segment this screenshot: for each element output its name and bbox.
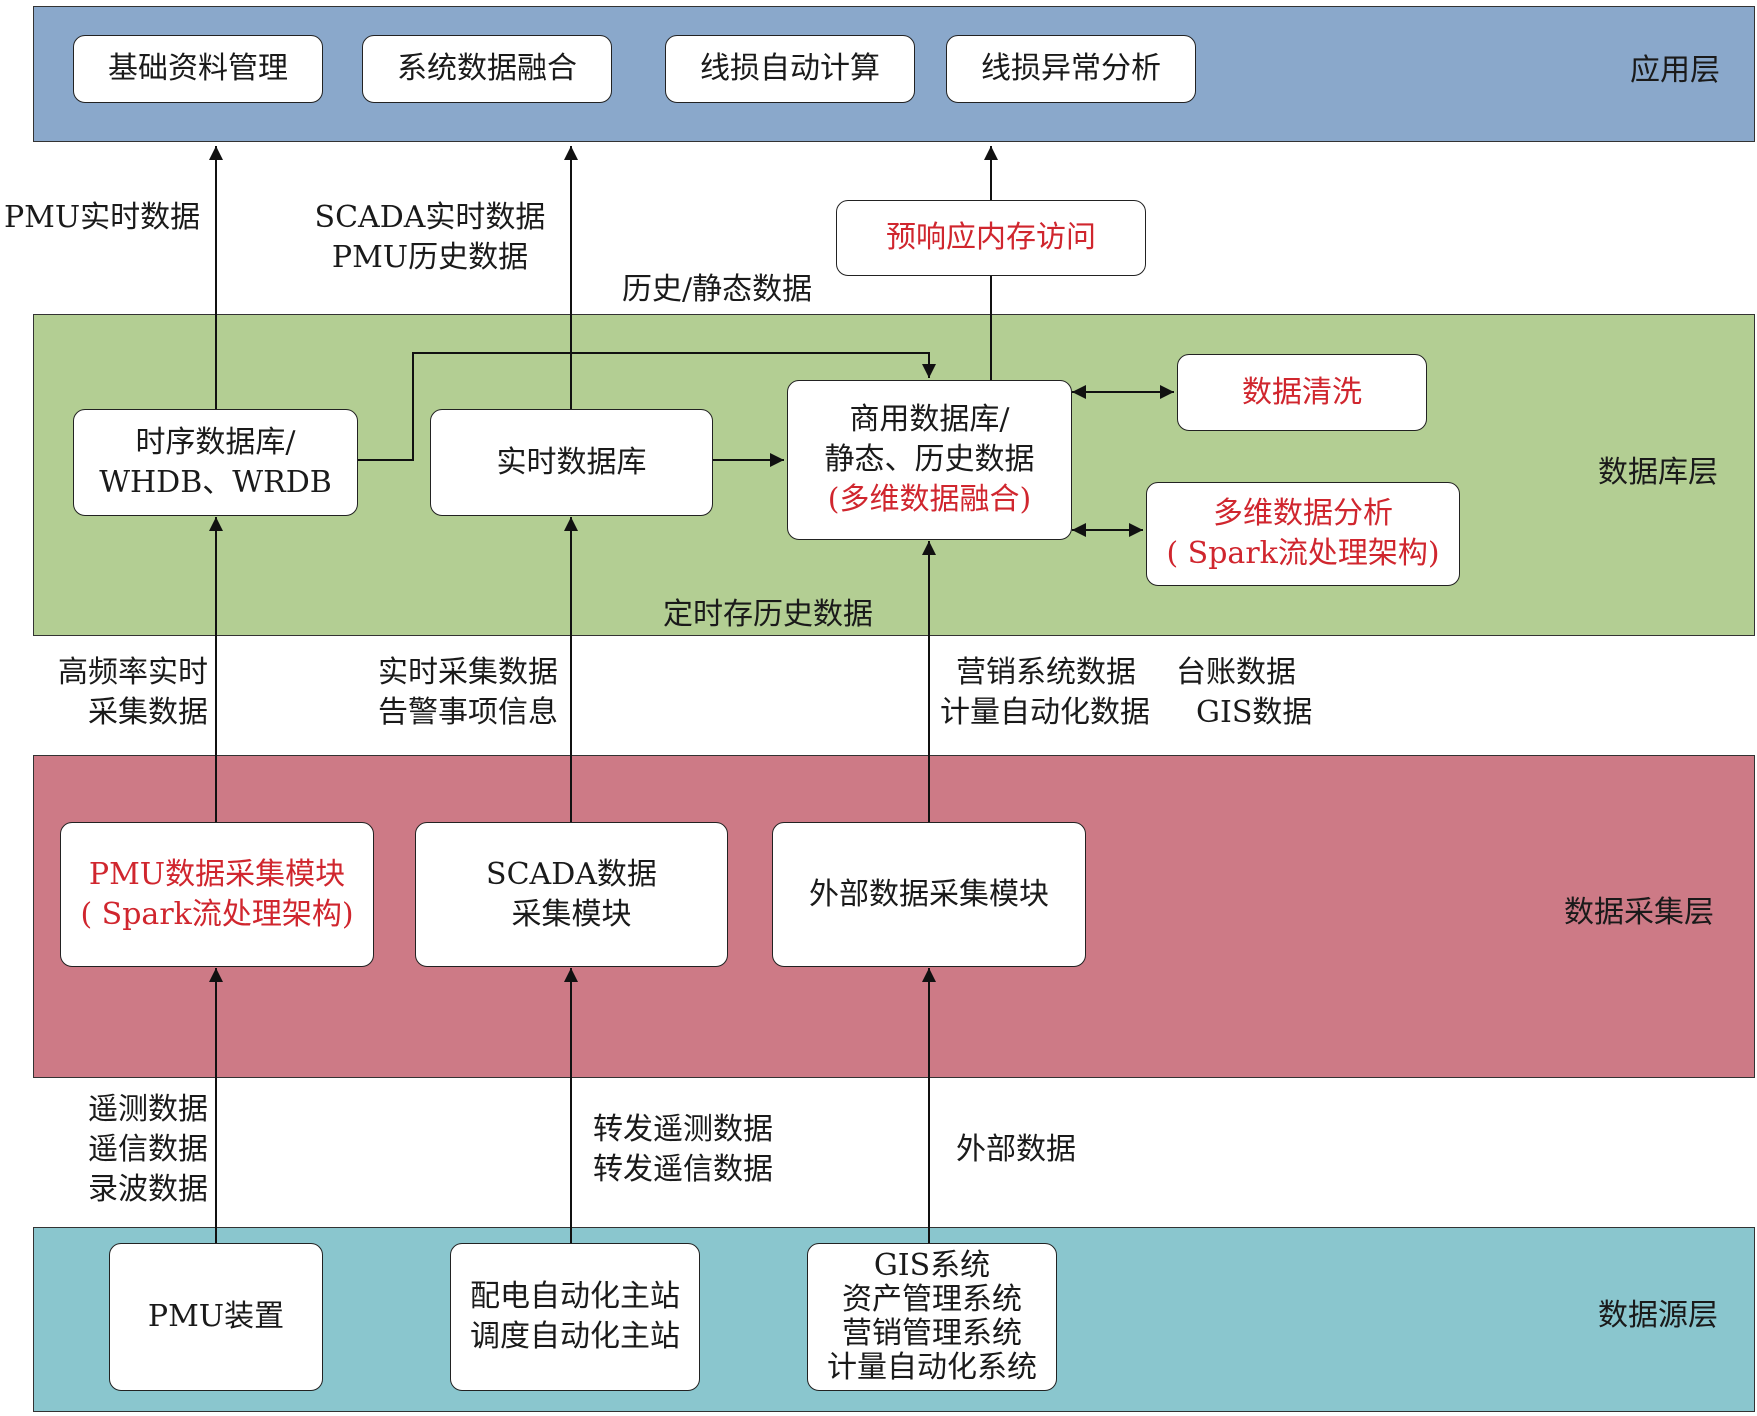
app-box-system-fusion: 系统数据融合 — [362, 35, 612, 103]
data-cleaning-box: 数据清洗 — [1177, 354, 1427, 431]
pmu-collect-line-1: PMU数据采集模块 — [88, 856, 346, 892]
pmu-device-text: PMU装置 — [147, 1299, 285, 1334]
data-cleaning-text: 数据清洗 — [1242, 374, 1362, 410]
collection-layer-name: 数据采集层 — [1564, 895, 1714, 930]
label-history-static: 历史/静态数据 — [622, 272, 813, 307]
memory-access-box: 预响应内存访问 — [836, 200, 1146, 276]
external-collect-module-box: 外部数据采集模块 — [772, 822, 1086, 967]
tsdb-line-1: 时序数据库/ — [135, 424, 296, 460]
label-scada-realtime: SCADA实时数据 — [314, 200, 546, 235]
label-telemetry-line-1: 遥测数据 — [88, 1092, 208, 1127]
commercial-db-line-2: 静态、历史数据 — [824, 442, 1035, 477]
app-box-line-loss-anomaly: 线损异常分析 — [946, 35, 1196, 103]
label-pmu-realtime: PMU实时数据 — [4, 200, 201, 235]
commercial-db-box: 商用数据库/ 静态、历史数据 (多维数据融合) — [787, 380, 1072, 540]
external-systems-box: GIS系统 资产管理系统 营销管理系统 计量自动化系统 — [807, 1243, 1057, 1391]
multidim-analysis-line-1: 多维数据分析 — [1213, 496, 1393, 531]
label-alarm-info: 告警事项信息 — [378, 695, 558, 730]
external-collect-text: 外部数据采集模块 — [809, 876, 1049, 912]
label-timed-history: 定时存历史数据 — [663, 597, 873, 632]
pmu-collect-module-box: PMU数据采集模块 ( Spark流处理架构) — [60, 822, 374, 967]
database-layer-name: 数据库层 — [1598, 455, 1718, 490]
multidim-analysis-box: 多维数据分析 ( Spark流处理架构) — [1146, 482, 1460, 586]
label-metering-row: 计量自动化数据 GIS数据 — [940, 693, 1312, 733]
application-layer-name: 应用层 — [1630, 53, 1720, 88]
commercial-db-fusion: (多维数据融合) — [827, 482, 1032, 517]
label-high-freq: 高频率实时 采集数据 — [20, 653, 208, 733]
tsdb-line-2: WHDB、WRDB — [99, 464, 332, 500]
external-systems-line-1: GIS系统 — [873, 1248, 991, 1283]
label-telemetry-line-3: 录波数据 — [88, 1172, 208, 1207]
label-high-freq-line-1: 高频率实时 — [58, 655, 208, 690]
memory-access-text: 预响应内存访问 — [886, 220, 1096, 255]
scada-collect-line-2: 采集模块 — [511, 896, 632, 932]
app-box-basic-data-text: 基础资料管理 — [108, 51, 288, 86]
app-box-line-loss-calc-text: 线损自动计算 — [700, 51, 880, 86]
label-metering-data: 计量自动化数据 — [940, 695, 1150, 730]
external-systems-line-2: 资产管理系统 — [842, 1282, 1022, 1317]
label-marketing-group: 营销系统数据 台账数据 计量自动化数据 GIS数据 — [940, 653, 1312, 733]
pmu-collect-line-2: ( Spark流处理架构) — [80, 896, 354, 932]
label-high-freq-line-2: 采集数据 — [88, 695, 208, 730]
label-telemetry: 遥测数据 遥信数据 录波数据 — [40, 1090, 208, 1210]
rtdb-box: 实时数据库 — [430, 409, 713, 516]
dist-automation-box: 配电自动化主站 调度自动化主站 — [450, 1243, 700, 1391]
label-realtime-collect-line-1: 实时采集数据 — [378, 655, 558, 690]
label-marketing-data: 营销系统数据 — [956, 655, 1136, 690]
label-marketing-row: 营销系统数据 台账数据 — [940, 653, 1312, 693]
tsdb-box: 时序数据库/ WHDB、WRDB — [73, 409, 358, 516]
source-layer-name: 数据源层 — [1598, 1298, 1718, 1333]
scada-collect-line-1: SCADA数据 — [486, 856, 657, 892]
label-forward-line-1: 转发遥测数据 — [593, 1112, 773, 1147]
app-box-line-loss-anomaly-text: 线损异常分析 — [981, 51, 1161, 86]
label-forward: 转发遥测数据 转发遥信数据 — [593, 1110, 773, 1190]
label-external-data: 外部数据 — [956, 1132, 1076, 1167]
label-ledger-data: 台账数据 — [1176, 655, 1296, 690]
dist-automation-line-2: 调度自动化主站 — [470, 1319, 680, 1354]
external-systems-line-4: 计量自动化系统 — [827, 1350, 1037, 1385]
label-pmu-history: PMU历史数据 — [331, 240, 529, 275]
external-systems-line-3: 营销管理系统 — [842, 1316, 1022, 1351]
label-forward-line-2: 转发遥信数据 — [593, 1152, 773, 1187]
app-box-system-fusion-text: 系统数据融合 — [397, 51, 577, 86]
label-scada-pmu: SCADA实时数据 PMU历史数据 — [300, 198, 560, 278]
commercial-db-line-1: 商用数据库/ — [849, 402, 1010, 437]
label-realtime-collect: 实时采集数据 告警事项信息 — [340, 653, 558, 733]
app-box-basic-data: 基础资料管理 — [73, 35, 323, 103]
scada-collect-module-box: SCADA数据 采集模块 — [415, 822, 728, 967]
pmu-device-box: PMU装置 — [109, 1243, 323, 1391]
rtdb-text: 实时数据库 — [496, 444, 647, 480]
dist-automation-line-1: 配电自动化主站 — [470, 1279, 680, 1314]
app-box-line-loss-calc: 线损自动计算 — [665, 35, 915, 103]
label-gis-data: GIS数据 — [1196, 695, 1313, 730]
arrow-tsdb-to-commercial — [356, 352, 936, 461]
label-telemetry-line-2: 遥信数据 — [88, 1132, 208, 1167]
multidim-analysis-line-2: ( Spark流处理架构) — [1166, 536, 1440, 571]
